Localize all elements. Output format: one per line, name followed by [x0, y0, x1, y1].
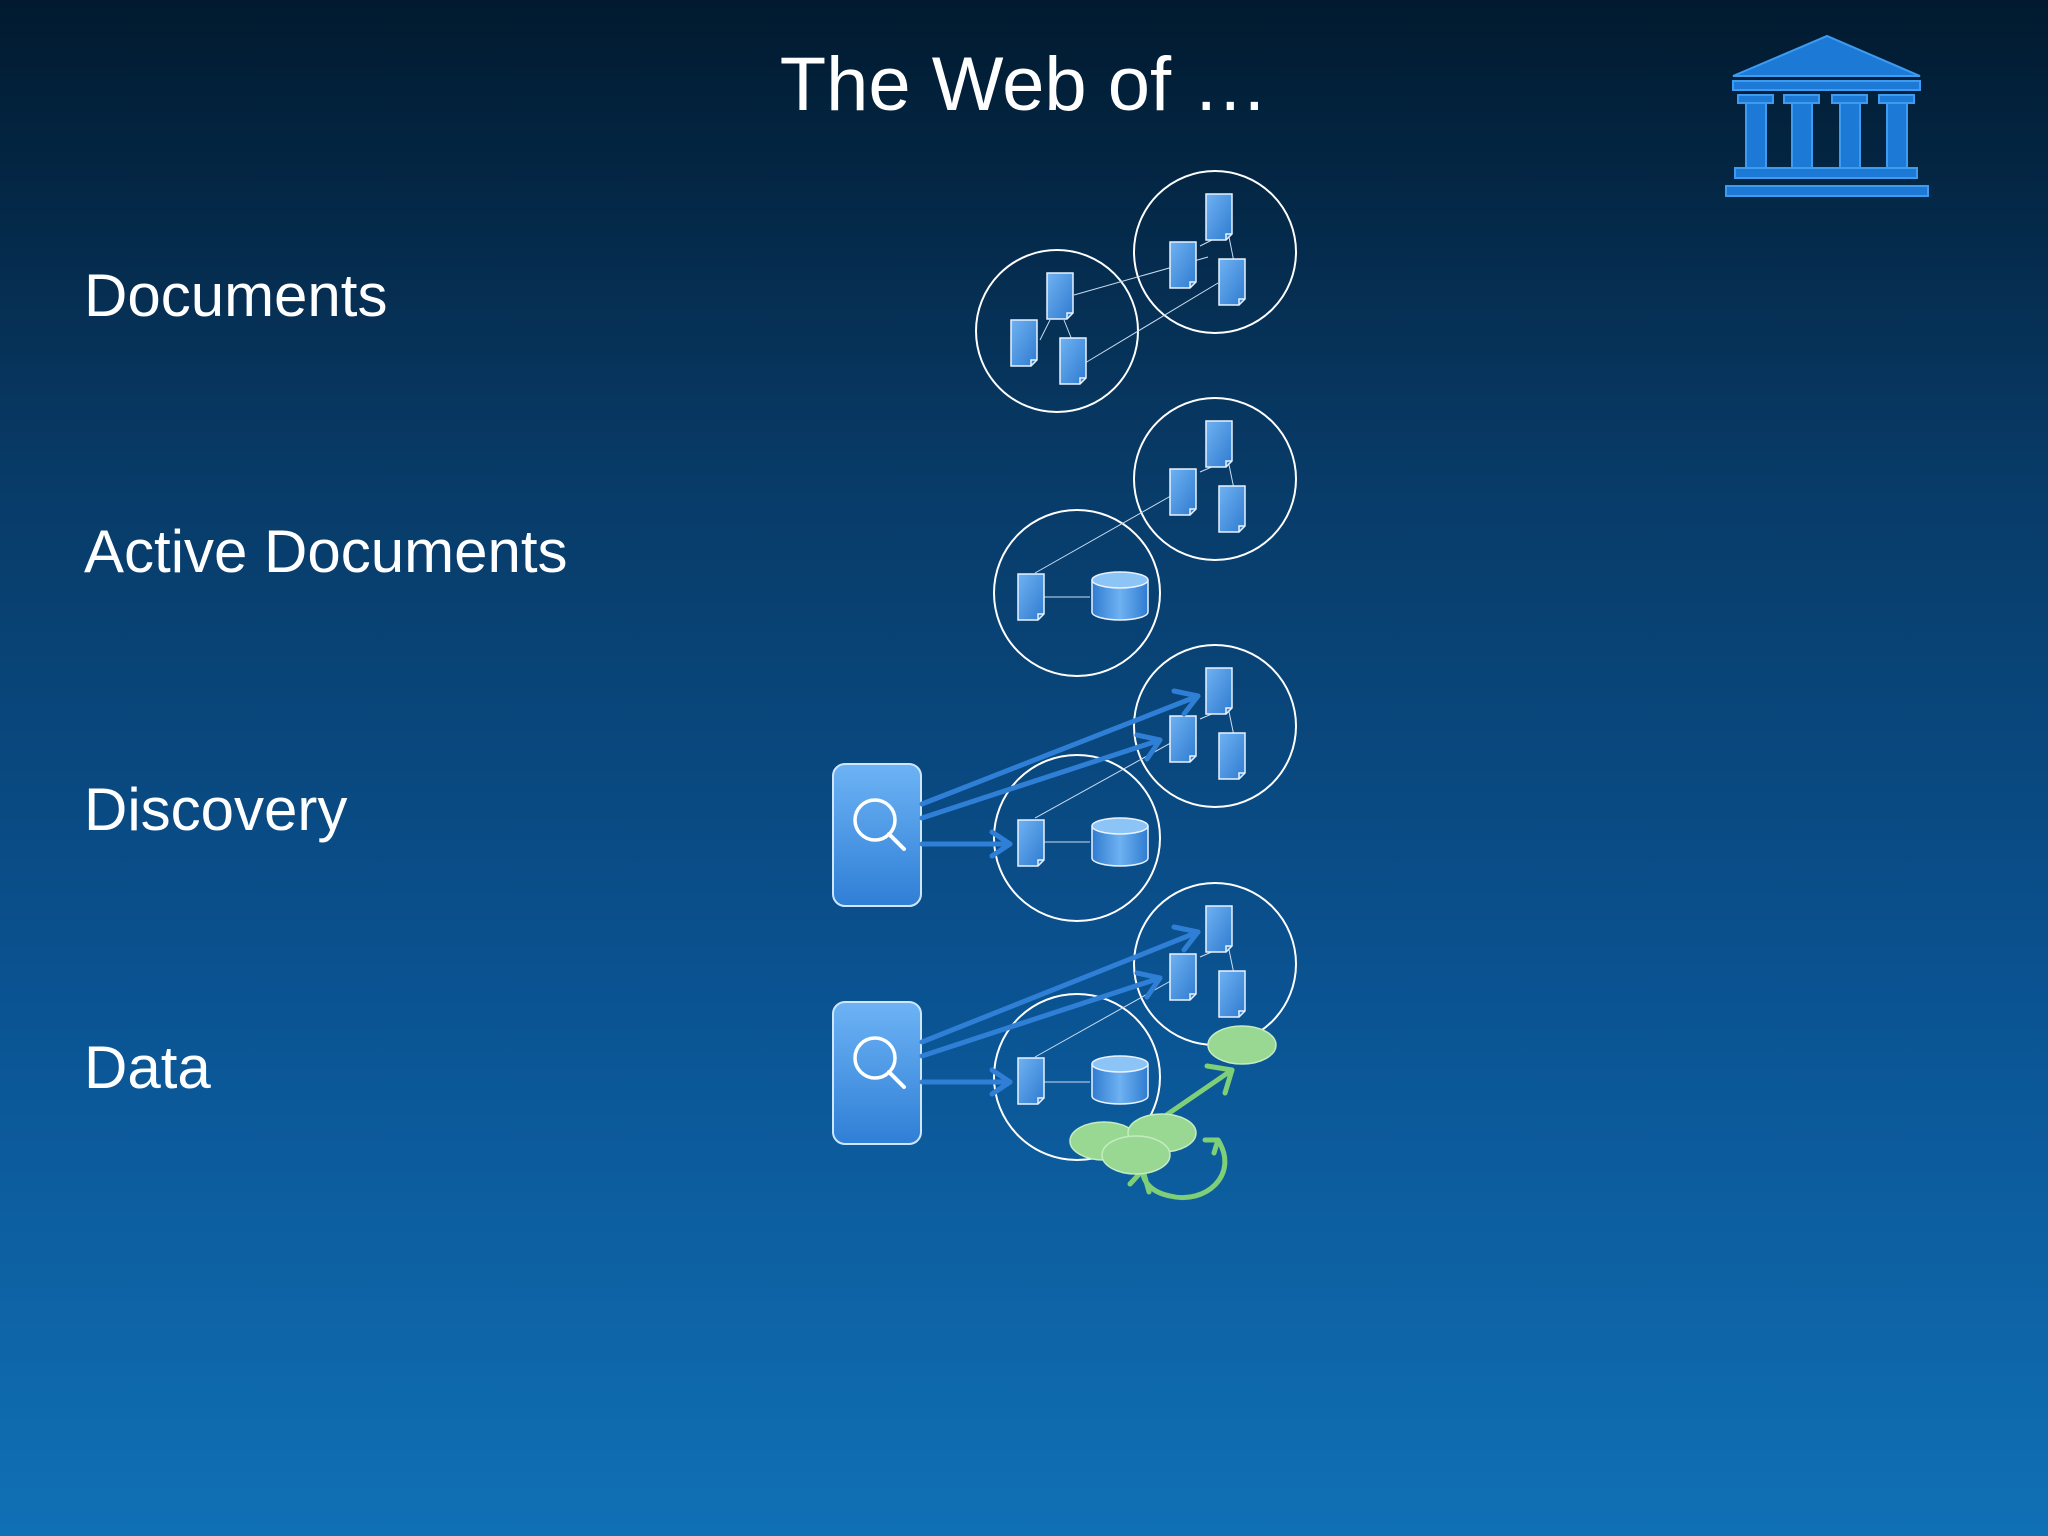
magnifier-icon [831, 1000, 923, 1146]
slide-title: The Web of … [779, 42, 1269, 127]
institution-building-icon [1725, 34, 1929, 197]
document-icon [1218, 732, 1246, 780]
document-icon [1017, 573, 1045, 621]
data-arrows [919, 924, 1201, 1097]
document-icon [1010, 319, 1038, 367]
document-icon [1046, 272, 1074, 320]
database-icon [1091, 1055, 1149, 1105]
document-icon [1017, 819, 1045, 867]
document-icon [1205, 905, 1233, 953]
document-icon [1218, 970, 1246, 1018]
document-icon [1205, 420, 1233, 468]
document-icon [1017, 1057, 1045, 1105]
document-icon [1169, 953, 1197, 1001]
data-diagram [831, 882, 1297, 1200]
document-icon [1205, 667, 1233, 715]
discovery-diagram [831, 644, 1297, 922]
row-label-discovery: Discovery [84, 776, 348, 843]
document-icon [1169, 468, 1197, 516]
row-label-documents: Documents [84, 262, 388, 329]
active-documents-diagram [993, 397, 1297, 677]
document-icon [1218, 485, 1246, 533]
row-label-data: Data [84, 1034, 211, 1101]
magnifier-icon [831, 762, 923, 908]
row-label-active-documents: Active Documents [84, 518, 568, 585]
discovery-arrows [919, 688, 1201, 859]
linked-data-graph [1069, 1025, 1277, 1200]
document-icon [1169, 241, 1197, 289]
document-icon [1218, 258, 1246, 306]
documents-diagram [975, 170, 1297, 413]
document-icon [1205, 193, 1233, 241]
document-icon [1169, 715, 1197, 763]
database-icon [1091, 817, 1149, 867]
database-icon [1091, 571, 1149, 621]
document-icon [1059, 337, 1087, 385]
